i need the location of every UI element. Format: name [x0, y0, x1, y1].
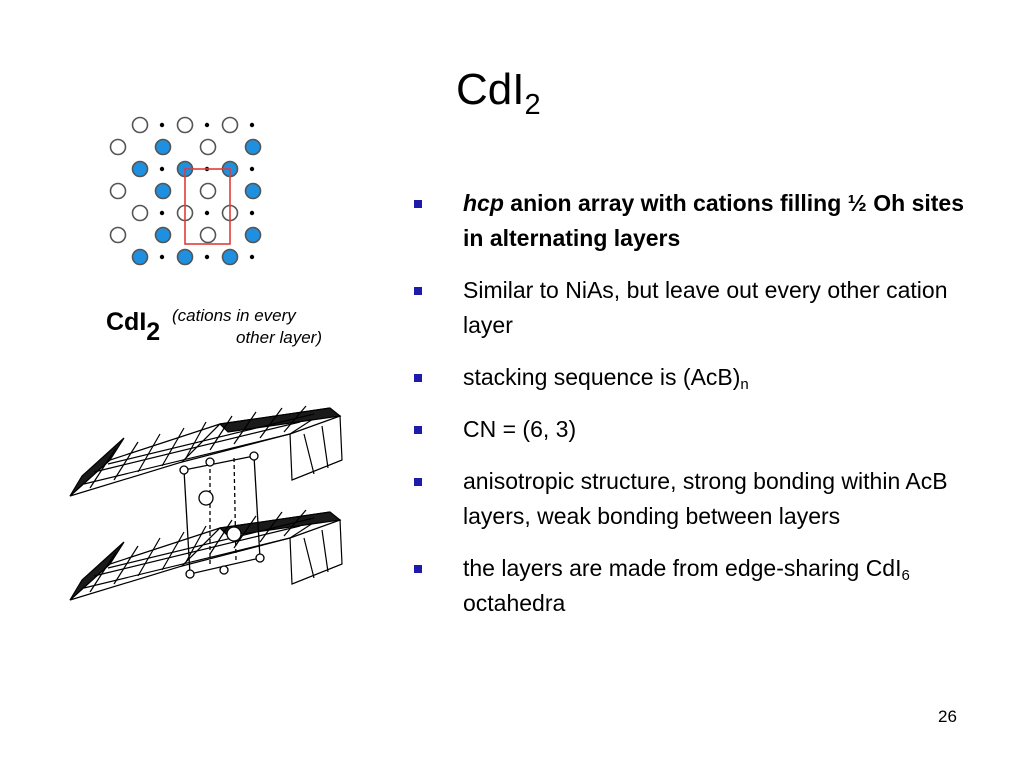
- bullet-list: hcp anion array with cations filling ½ O…: [410, 186, 990, 638]
- anion-atom: [131, 116, 149, 134]
- caption-note-line2: other layer): [236, 328, 322, 347]
- anion-atom: [221, 116, 239, 134]
- anion-atom: [199, 138, 217, 156]
- interstitial-dot: [204, 122, 210, 128]
- cation-atom: [244, 226, 262, 244]
- square-bullet-icon: [414, 565, 422, 573]
- interstitial-dot: [204, 210, 210, 216]
- interstitial-dot: [249, 122, 255, 128]
- interstitial-dot: [249, 166, 255, 172]
- upper-octahedra-layer: [69, 405, 343, 497]
- octahedral-layers-diagram: [69, 405, 343, 601]
- interstitial-dot: [159, 122, 165, 128]
- bullet-item: anisotropic structure, strong bonding wi…: [410, 464, 990, 534]
- interstitial-dot: [249, 210, 255, 216]
- slide-title: CdI2: [456, 68, 541, 120]
- title-subscript: 2: [524, 89, 541, 121]
- square-bullet-icon: [414, 287, 422, 295]
- interstitial-dot: [249, 254, 255, 260]
- cation-atom: [244, 182, 262, 200]
- cation-atom: [154, 138, 172, 156]
- anion-atom: [109, 138, 127, 156]
- bullet-item: Similar to NiAs, but leave out every oth…: [410, 273, 990, 343]
- square-bullet-icon: [414, 426, 422, 434]
- anion-atom: [109, 182, 127, 200]
- anion-atom: [109, 226, 127, 244]
- anion-atom: [176, 116, 194, 134]
- bullet-item: hcp anion array with cations filling ½ O…: [410, 186, 990, 256]
- cation-atom: [154, 182, 172, 200]
- cation-atom: [131, 160, 149, 178]
- lattice-projection-diagram: [109, 116, 262, 266]
- caption-formula: CdI2: [106, 308, 161, 346]
- anion-atom: [131, 204, 149, 222]
- cation-atom: [154, 226, 172, 244]
- interstitial-dot: [159, 210, 165, 216]
- interstitial-dot: [159, 166, 165, 172]
- bullet-item: stacking sequence is (AcB)n: [410, 360, 990, 395]
- figure-caption: CdI2 (cations in every other layer): [106, 304, 346, 352]
- anion-atom: [199, 226, 217, 244]
- cation-atom: [244, 138, 262, 156]
- interstitial-dot: [159, 254, 165, 260]
- unit-cell-wireframe: [179, 451, 265, 579]
- lower-octahedra-layer: [69, 509, 343, 601]
- bullet-item: CN = (6, 3): [410, 412, 990, 447]
- square-bullet-icon: [414, 374, 422, 382]
- interstitial-dot: [204, 254, 210, 260]
- page-number: 26: [938, 707, 957, 726]
- square-bullet-icon: [414, 478, 422, 486]
- bullet-item: the layers are made from edge-sharing Cd…: [410, 551, 990, 621]
- square-bullet-icon: [414, 200, 422, 208]
- cation-atom: [176, 248, 194, 266]
- title-main: CdI: [456, 65, 525, 114]
- anion-atom: [199, 182, 217, 200]
- cation-atom: [221, 248, 239, 266]
- unit-cell-outline: [184, 168, 231, 245]
- bullet-emphasis: hcp: [463, 190, 504, 216]
- caption-note-line1: (cations in every: [172, 306, 296, 325]
- cation-atom: [131, 248, 149, 266]
